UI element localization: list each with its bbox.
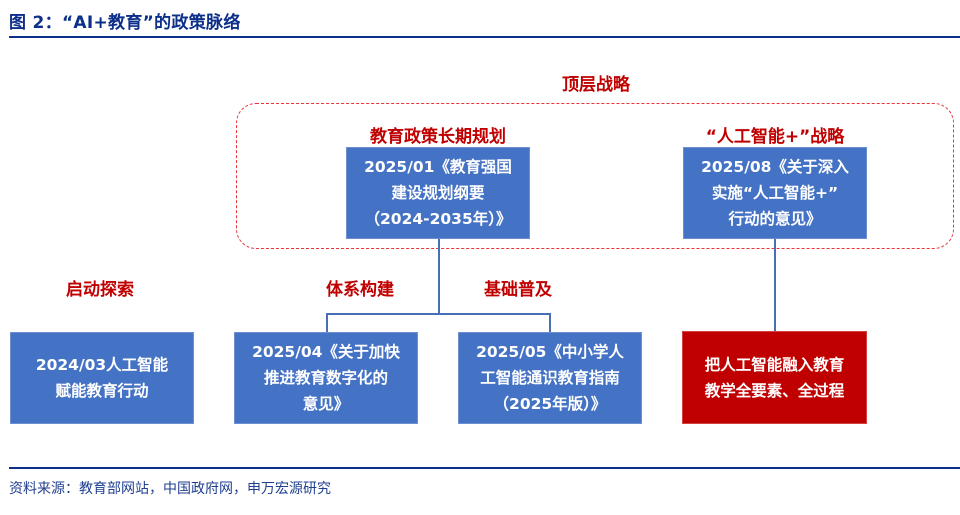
connector-line [326,313,328,333]
node-line: 实施“人工智能+” [711,184,839,202]
start-exploration-label: 启动探索 [66,280,134,300]
top-strategy-label: 顶层战略 [562,75,630,95]
connector-line [438,239,440,314]
top-strategy-group-frame [236,103,954,249]
long-term-plan-label: 教育政策长期规划 [370,127,506,147]
node-2025-08-ai-plus-opinion: 2025/08《关于深入 实施“人工智能+” 行动的意见》 [683,147,867,239]
node-2025-05-ai-general-education-guide: 2025/05《中小学人 工智能通识教育指南 （2025年版）》 [458,332,642,424]
system-building-label: 体系构建 [326,280,394,300]
node-line: 工智能通识教育指南 [480,369,620,387]
connector-line [326,313,550,315]
figure-title: 图 2：“AI+教育”的政策脉络 [9,13,241,33]
node-line: 推进教育数字化的 [263,369,388,387]
node-line: 把人工智能融入教育 [704,355,845,374]
node-line: 教学全要素、全过程 [704,381,845,400]
title-divider [9,36,960,38]
node-line: （2025年版）》 [493,395,607,413]
connector-line [549,313,551,333]
connector-line [774,239,776,332]
source-note: 资料来源：教育部网站，中国政府网，申万宏源研究 [9,481,331,497]
basic-popularization-label: 基础普及 [484,280,552,300]
node-2025-04-education-digitalization: 2025/04《关于加快 推进教育数字化的 意见》 [234,332,418,424]
node-2025-01-education-power-plan: 2025/01《教育强国 建设规划纲要 （2024-2035年）》 [346,147,530,239]
node-line: 赋能教育行动 [55,382,149,400]
source-divider [9,467,960,469]
node-line: 意见》 [302,395,350,413]
goal-ai-integration-box: 把人工智能融入教育 教学全要素、全过程 [682,331,867,424]
node-line: 2024/03人工智能 [35,356,169,374]
node-line: （2024-2035年）》 [364,210,512,228]
node-line: 2025/05《中小学人 [476,343,624,361]
node-line: 2025/04《关于加快 [252,343,400,361]
node-line: 2025/08《关于深入 [701,158,849,176]
node-line: 2025/01《教育强国 [364,158,512,176]
node-line: 行动的意见》 [728,210,822,228]
node-line: 建设规划纲要 [391,184,485,202]
node-2024-03-ai-empower-education: 2024/03人工智能 赋能教育行动 [10,332,194,424]
ai-plus-strategy-label: “人工智能+”战略 [705,127,845,147]
